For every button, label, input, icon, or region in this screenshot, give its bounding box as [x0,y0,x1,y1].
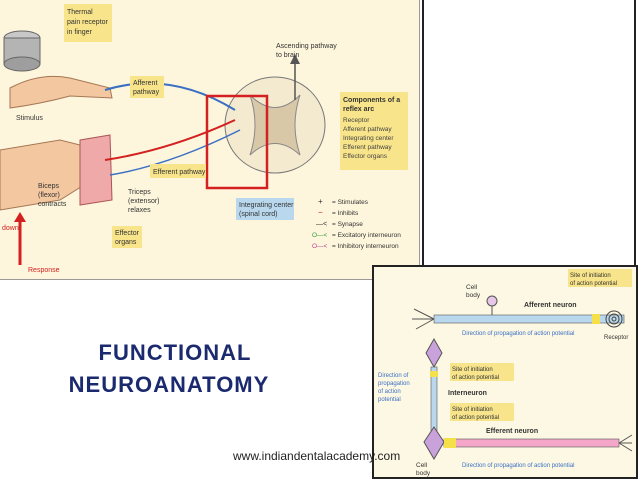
slide-title-line-2: NEUROANATOMY [68,372,270,397]
cell-body-top-1: Cell [466,284,478,291]
spinal-cord-illustration [224,76,326,174]
direction-left-4: potential [378,397,401,403]
ascending-label-2: to brain [276,52,299,59]
afferent-label-1: Afferent [133,80,157,87]
reflex-arc-diagram: Thermal pain receptor in finger Stimulus… [0,0,420,280]
triceps-label-3: relaxes [128,207,151,214]
components-title-1: Components of a [343,97,400,104]
afferent-cell-body [486,295,498,307]
site-low-1: Site of initiation [452,407,493,413]
cell-body-top-2: body [466,292,481,299]
down-label: down [2,225,19,232]
afferent-nerve [104,82,236,111]
heat-source-icon [3,30,41,72]
highlight-box [205,94,269,190]
ascending-label-1: Ascending pathway [276,43,337,50]
interneuron-cell [425,337,443,369]
site-top-1: Site of initiation [570,273,611,279]
component-item: Receptor [343,117,370,124]
efferent-neuron-label: Efferent neuron [486,428,538,435]
thermal-label-1: Thermal [67,9,93,16]
triceps-label-1: Triceps [128,189,151,196]
legend-symbol: − [318,208,323,217]
triceps-label-2: (extensor) [128,198,160,205]
biceps-label-1: Biceps [38,183,60,190]
efferent-cell-body [423,426,445,460]
afferent-label-2: pathway [133,89,160,96]
components-box [340,92,408,170]
integrating-label-2: (spinal cord) [239,211,278,218]
component-item: Efferent pathway [343,144,392,151]
reflex-arc-svg: Thermal pain receptor in finger Stimulus… [0,4,408,274]
component-item: Afferent pathway [343,126,392,133]
component-item: Effector organs [343,153,388,160]
direction-bottom: Direction of propagation of action poten… [462,463,574,469]
component-item: Integrating center [343,135,394,142]
effector-label-1: Effector [115,230,140,237]
thermal-label-3: in finger [67,29,93,36]
direction-top: Direction of propagation of action poten… [462,331,574,337]
direction-left-2: propagation [378,381,410,387]
neuron-types-diagram: Cell body Site of initiation of action p… [372,265,638,479]
muscle-illustration [79,134,113,206]
site-top-2: of action potential [570,281,617,287]
legend-label: = Stimulates [332,199,369,206]
efferent-nerve [104,119,236,161]
thermal-label-box [64,4,112,42]
legend-symbol: + [318,197,323,206]
slide-title-line-1: FUNCTIONAL [98,340,252,365]
frame-border [420,0,638,265]
legend-label: = Inhibits [332,210,359,217]
direction-left-1: Direction of [378,373,409,379]
legend-symbol: —< [316,221,327,228]
afferent-neuron-label: Afferent neuron [524,302,577,309]
thermal-label-2: pain receptor [67,19,109,26]
response-label: Response [28,267,60,274]
site-mid-1: Site of initiation [452,367,493,373]
effector-label-2: organs [115,239,137,246]
legend-label: = Inhibitory interneuron [332,243,399,250]
interneuron-label: Interneuron [448,390,487,397]
legend-symbol: O—< [312,243,328,250]
receptor-label: Receptor [604,335,628,341]
efferent-label: Efferent pathway [153,169,206,176]
neuron-svg: Cell body Site of initiation of action p… [378,269,633,477]
website-link[interactable]: www.indiandentalacademy.com [233,449,401,463]
biceps-label-2: (flexor) [38,192,60,199]
components-title-2: reflex arc [343,106,374,113]
cell-body-bottom-1: Cell [416,462,428,469]
biceps-label-3: contracts [38,201,67,208]
site-low-2: of action potential [452,415,499,421]
legend: + = Stimulates − = Inhibits —< = Synapse… [312,197,401,250]
cell-body-bottom-2: body [416,470,431,477]
stimulus-label: Stimulus [16,115,43,122]
legend-label: = Synapse [332,221,363,228]
legend-symbol: O—< [312,232,328,239]
efferent-axon [443,438,620,448]
hand-illustration [9,75,113,109]
direction-left-3: of action [378,389,401,395]
site-mid-2: of action potential [452,375,499,381]
legend-label: = Excitatory interneuron [332,232,401,239]
integrating-label-1: Integrating center [239,202,294,209]
